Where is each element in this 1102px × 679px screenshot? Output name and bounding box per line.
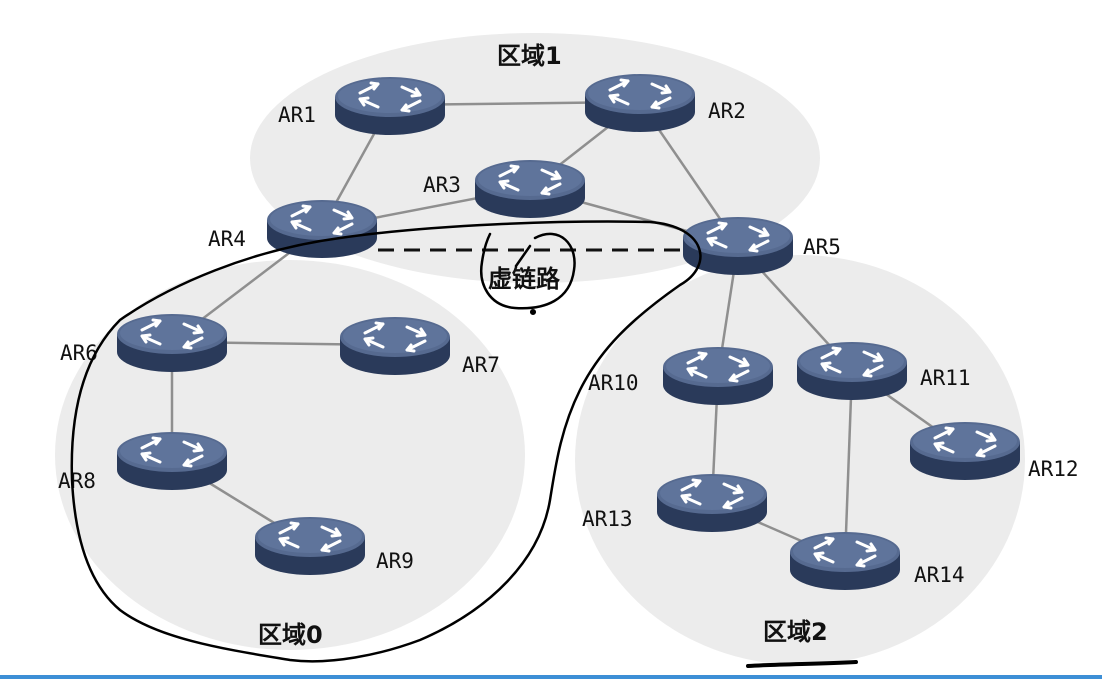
router-icon-ar9 [253, 515, 367, 577]
virtual-link-label: 虚链路 [488, 265, 561, 293]
ink-circle-virtual-link [480, 232, 576, 310]
router-icon-ar6 [115, 312, 229, 374]
router-label: AR9 [376, 549, 414, 573]
area0-label: 区域0 [258, 621, 323, 649]
router-icon-ar1 [333, 75, 447, 137]
router-label: AR1 [278, 103, 316, 127]
router-icon-ar7 [338, 315, 452, 377]
router-label: AR13 [582, 507, 633, 531]
router-icon-ar8 [115, 430, 229, 492]
router-icon-ar10 [661, 345, 775, 407]
router-icon-ar14 [788, 530, 902, 592]
router-label: AR5 [803, 235, 841, 259]
router-label: AR10 [588, 371, 639, 395]
router-label: AR7 [462, 353, 500, 377]
ink-annotations [70, 220, 858, 668]
router-icon-ar3 [473, 158, 587, 220]
router-icon-ar13 [655, 472, 769, 534]
ink-loop-area0-backbone [70, 220, 702, 663]
router-label: AR2 [708, 99, 746, 123]
router-label: AR8 [58, 469, 96, 493]
ink-pointer-stroke [514, 244, 532, 268]
ink-dot [529, 308, 537, 316]
router-label: AR11 [920, 366, 971, 390]
ink-underline-area2 [746, 660, 858, 668]
router-label: AR3 [423, 173, 461, 197]
router-icon-ar2 [583, 72, 697, 134]
window-bottom-bar [0, 675, 1102, 679]
router-label: AR14 [914, 563, 965, 587]
area1-label: 区域1 [497, 42, 562, 70]
router-icon-ar11 [795, 340, 909, 402]
link-ar11-ar14 [843, 369, 854, 561]
area2-label: 区域2 [763, 618, 828, 646]
router-label: AR12 [1028, 457, 1079, 481]
router-icon-ar12 [908, 420, 1022, 482]
router-label: AR4 [208, 227, 246, 251]
